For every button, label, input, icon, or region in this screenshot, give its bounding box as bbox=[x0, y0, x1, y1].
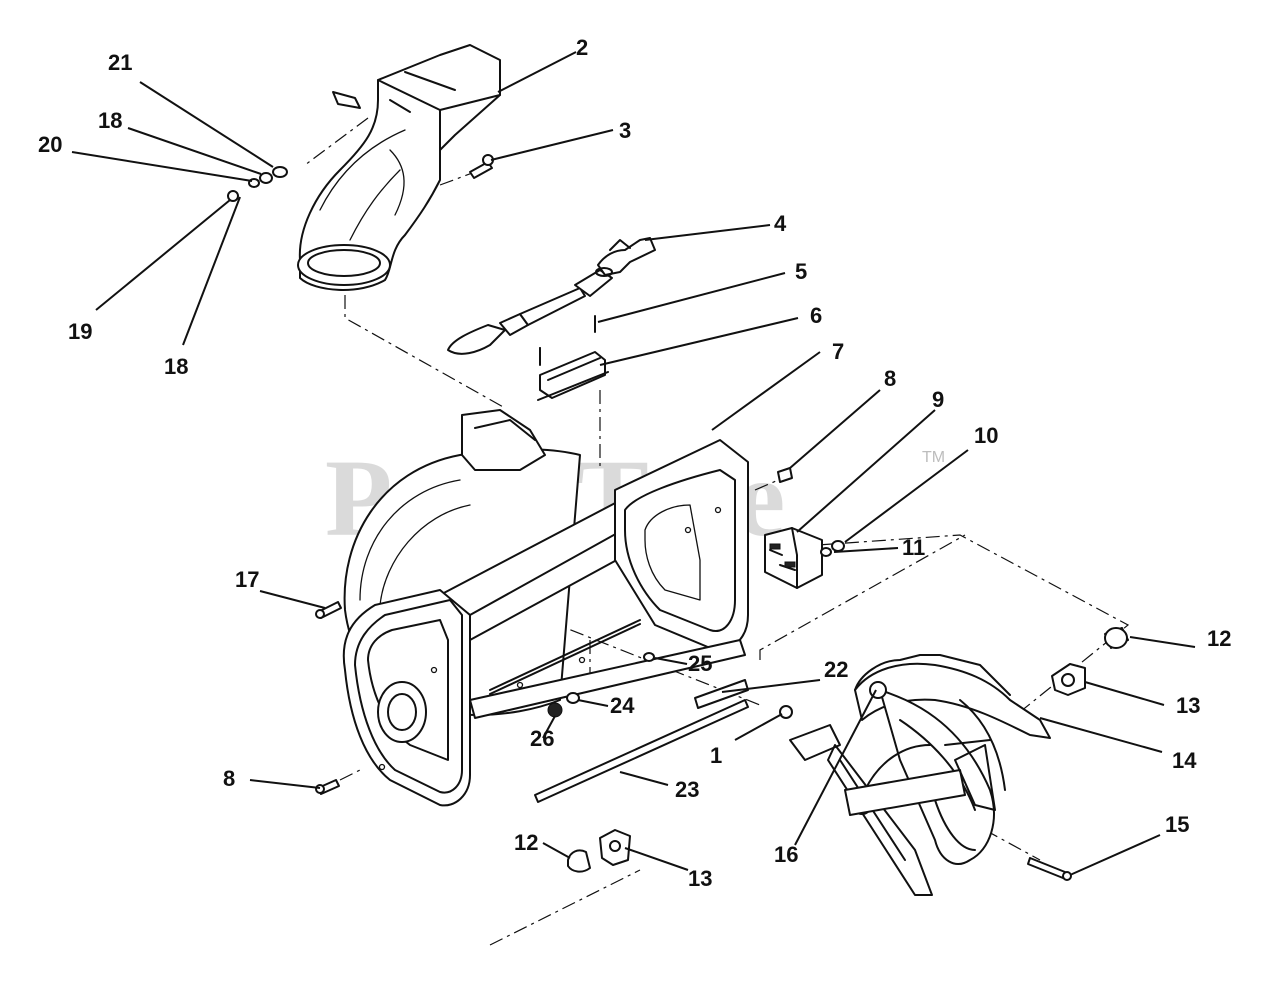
callout-20: 20 bbox=[38, 132, 62, 157]
callout-3: 3 bbox=[619, 118, 631, 143]
callout-13-bottom: 13 bbox=[688, 866, 712, 891]
callout-9: 9 bbox=[932, 387, 944, 412]
bearing-plate bbox=[764, 527, 823, 589]
callout-16: 16 bbox=[774, 842, 798, 867]
callout-2: 2 bbox=[576, 35, 588, 60]
watermark-tm: TM bbox=[922, 449, 945, 466]
callout-8-bottom: 8 bbox=[223, 766, 235, 791]
callout-8-top: 8 bbox=[884, 366, 896, 391]
callout-22: 22 bbox=[824, 657, 848, 682]
callout-17: 17 bbox=[235, 567, 259, 592]
callout-10: 10 bbox=[974, 423, 998, 448]
leader-lines bbox=[71, 51, 1196, 876]
callout-14: 14 bbox=[1172, 748, 1197, 773]
callout-12-bottom: 12 bbox=[514, 830, 538, 855]
callout-1: 1 bbox=[710, 743, 722, 768]
callout-7: 7 bbox=[832, 339, 844, 364]
callout-13-top: 13 bbox=[1176, 693, 1200, 718]
callout-19: 19 bbox=[68, 319, 92, 344]
callout-15: 15 bbox=[1165, 812, 1189, 837]
callout-26: 26 bbox=[530, 726, 554, 751]
callout-11: 11 bbox=[902, 535, 925, 560]
callout-labels: 2 3 4 5 6 7 8 9 10 11 12 13 14 15 16 17 … bbox=[38, 35, 1231, 891]
callout-25: 25 bbox=[688, 651, 712, 676]
callout-24: 24 bbox=[610, 693, 635, 718]
auger-assembly bbox=[789, 654, 1051, 896]
callout-4: 4 bbox=[774, 211, 787, 236]
callout-18-top: 18 bbox=[98, 108, 122, 133]
chute-crank-assembly bbox=[447, 237, 656, 355]
chute-bracket bbox=[537, 347, 609, 401]
discharge-chute bbox=[297, 44, 501, 291]
callout-5: 5 bbox=[795, 259, 807, 284]
callout-12-top: 12 bbox=[1207, 626, 1231, 651]
callout-6: 6 bbox=[810, 303, 822, 328]
callout-18-bottom: 18 bbox=[164, 354, 188, 379]
callout-23: 23 bbox=[675, 777, 699, 802]
callout-21: 21 bbox=[108, 50, 132, 75]
auger-housing bbox=[342, 409, 749, 807]
